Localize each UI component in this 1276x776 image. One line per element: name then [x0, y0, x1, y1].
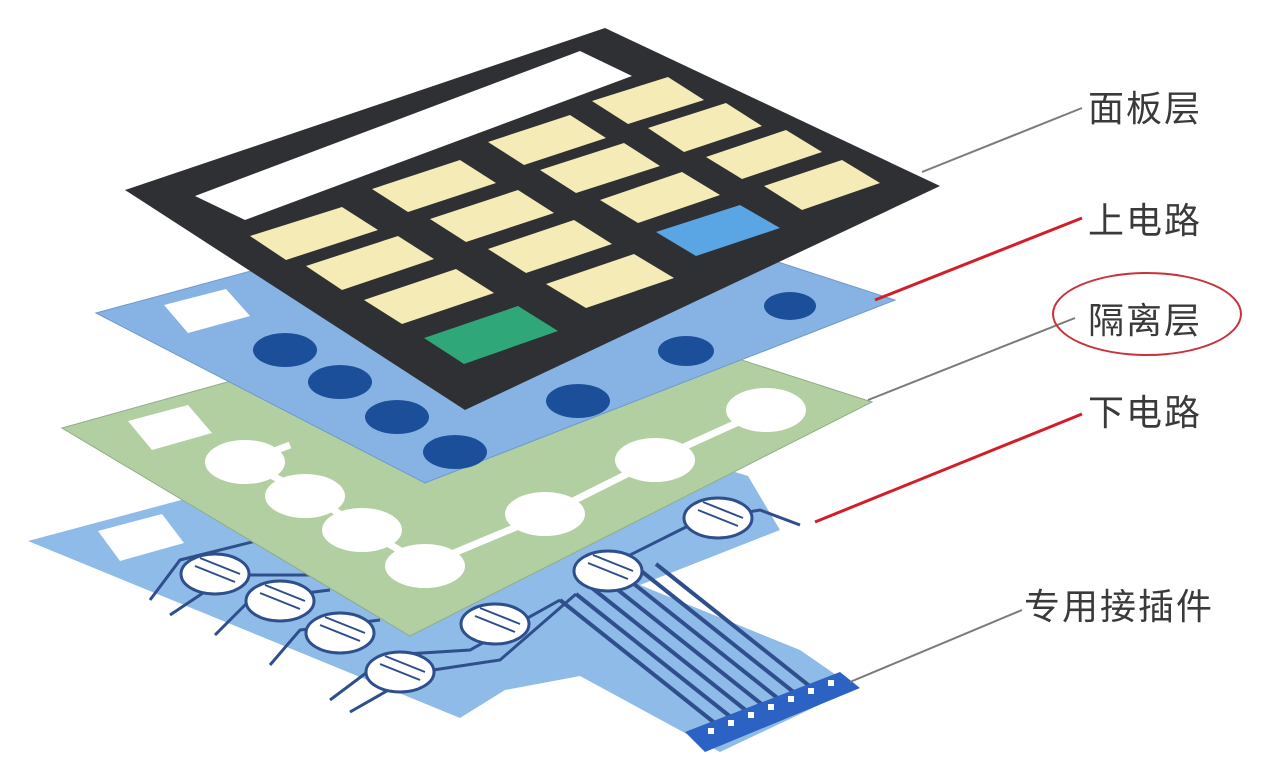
spacer-holes — [205, 388, 806, 588]
leader-lines — [814, 107, 1083, 683]
connector-tail — [685, 672, 860, 752]
contact-dots — [253, 292, 816, 469]
label-panel-layer: 面板层 — [1088, 89, 1203, 130]
label-upper-circuit: 上电路 — [1088, 201, 1203, 242]
connector-pins — [708, 680, 834, 734]
display-window — [195, 51, 632, 220]
keypad-keys — [250, 77, 880, 364]
label-connector: 专用接插件 — [1024, 587, 1215, 628]
panel-layer — [125, 28, 940, 410]
contact-pads — [179, 496, 754, 694]
spacer-highlight-circle — [1052, 272, 1242, 356]
label-lower-circuit: 下电路 — [1088, 393, 1203, 434]
label-spacer-layer: 隔离层 — [1088, 301, 1203, 342]
